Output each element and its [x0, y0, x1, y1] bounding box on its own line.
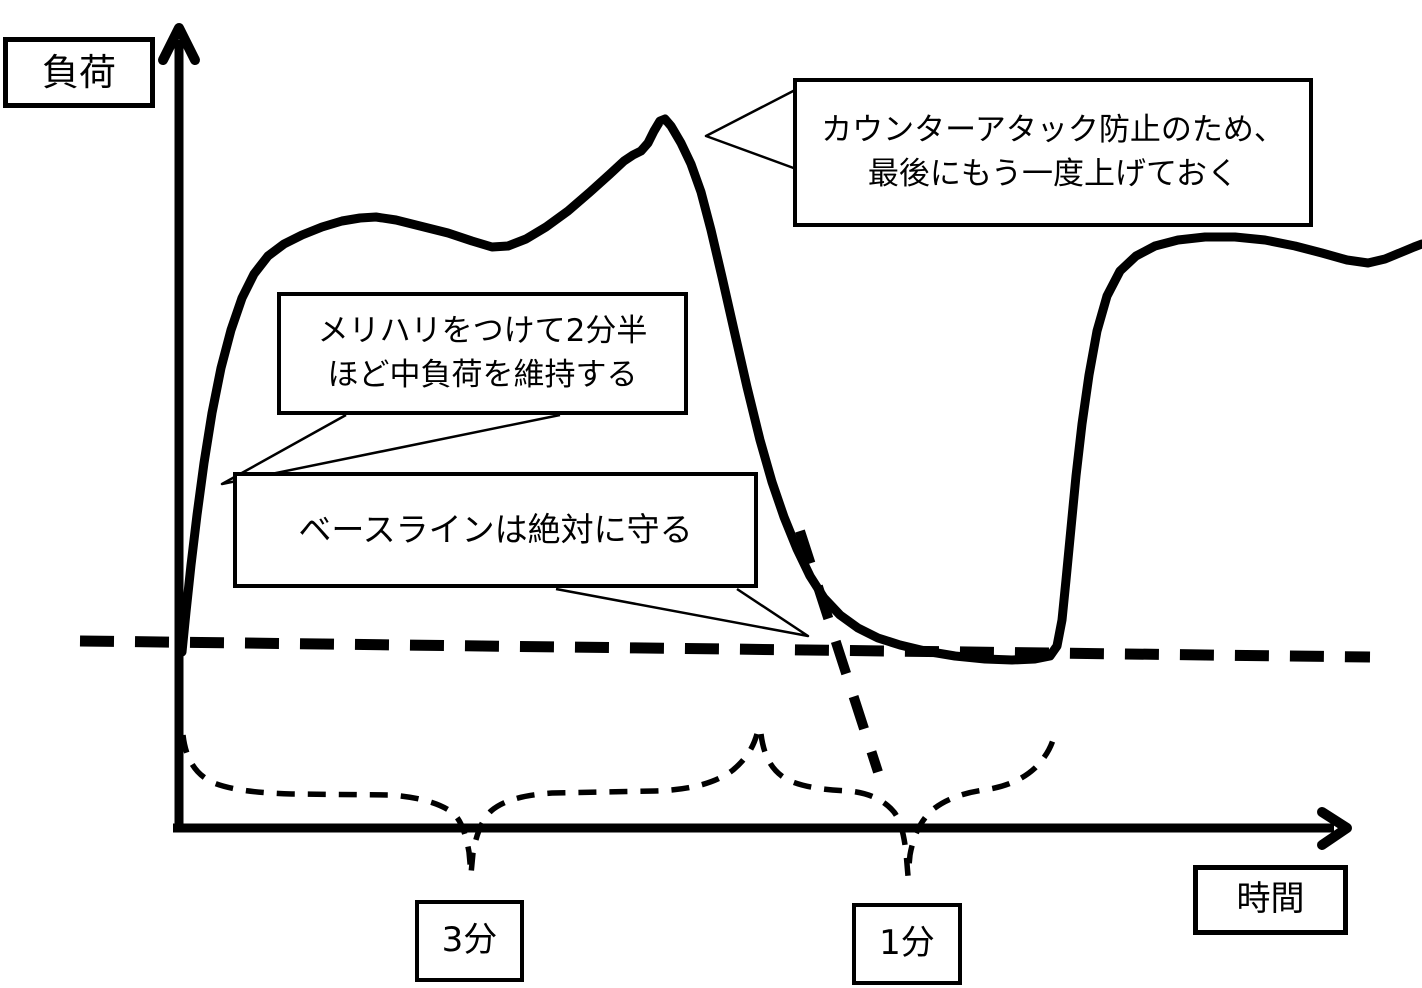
- duration-label-3min: 3分: [415, 900, 524, 982]
- baseline-dashed: [79, 635, 1371, 663]
- callout-midload-line1: メリハリをつけて2分半: [317, 313, 648, 350]
- callout-baseline-tail-fill: [556, 585, 808, 636]
- callout-midload: メリハリをつけて2分半 ほど中負荷を維持する: [277, 292, 688, 415]
- x-axis-label: 時間: [1236, 879, 1305, 920]
- callout-counter-attack: カウンターアタック防止のため、 最後にもう一度上げておく: [793, 78, 1313, 227]
- duration-1min-text: 1分: [879, 923, 935, 964]
- tangent-dashed: [795, 529, 883, 774]
- y-axis-arrowhead: [158, 23, 200, 65]
- x-axis-label-box: 時間: [1193, 865, 1348, 935]
- duration-label-1min: 1分: [852, 903, 962, 985]
- callout-counter-tail-fill: [706, 86, 799, 172]
- callout-midload-line2: ほど中負荷を維持する: [327, 356, 638, 393]
- callout-counter-tail-lines: [704, 86, 800, 172]
- callout-counter-line2: 最後にもう一度上げておく: [867, 155, 1239, 192]
- brace-1min: [758, 732, 1058, 879]
- brace-3min: [180, 733, 760, 877]
- x-axis-arrowhead: [1317, 807, 1352, 850]
- y-axis-label: 負荷: [42, 50, 116, 94]
- callout-baseline: ベースラインは絶対に守る: [233, 472, 758, 588]
- callout-counter-line1: カウンターアタック防止のため、: [821, 112, 1285, 149]
- callout-baseline-tail-lines: [555, 587, 810, 638]
- callout-baseline-line1: ベースラインは絶対に守る: [298, 509, 693, 549]
- duration-3min-text: 3分: [441, 920, 498, 961]
- y-axis-label-box: 負荷: [3, 37, 155, 108]
